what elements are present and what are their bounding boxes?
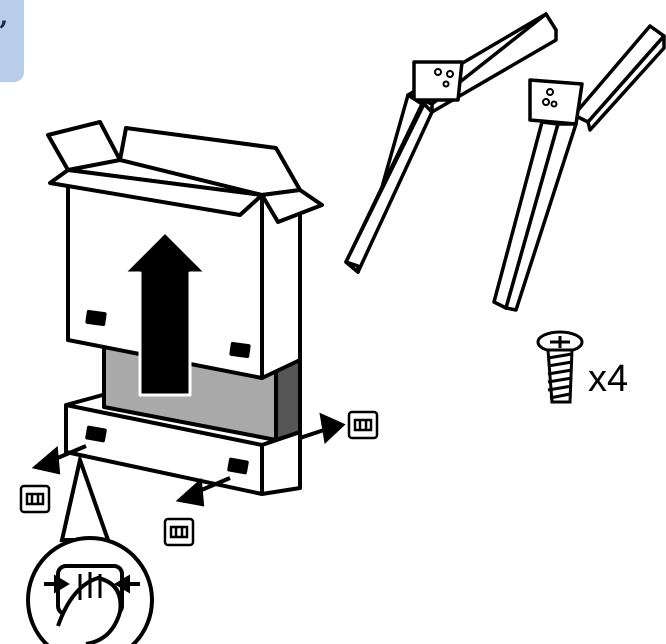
screw-icon (538, 332, 582, 402)
box-handle-icon (165, 519, 193, 545)
stand-leg-icon (494, 26, 664, 310)
box-handle-icon (349, 412, 377, 438)
tv-box-icon (48, 122, 322, 494)
box-handle-icon (21, 486, 49, 512)
screw-quantity-label: x4 (588, 360, 628, 398)
